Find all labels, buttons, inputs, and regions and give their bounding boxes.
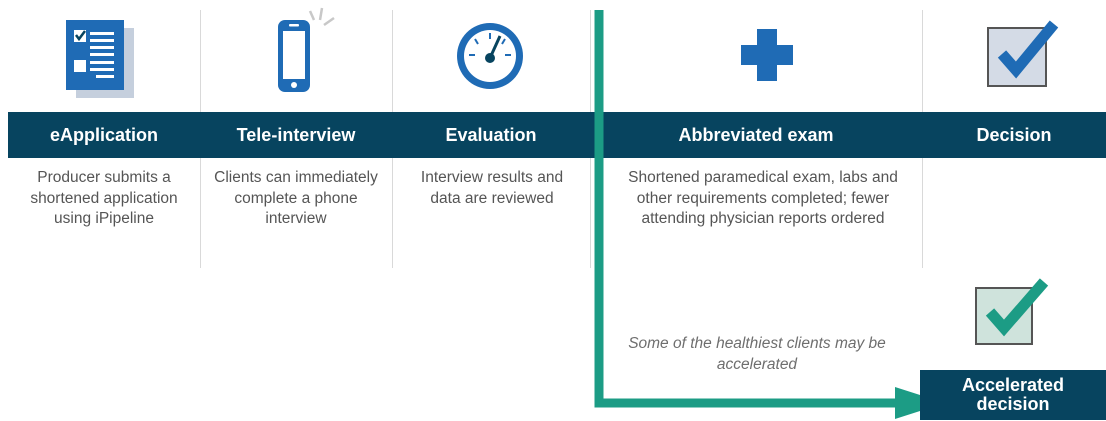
document-form-icon [66,20,136,100]
step-title-tele-interview: Tele-interview [236,125,356,145]
medical-cross-icon [737,25,797,85]
smartphone-icon [272,6,342,96]
checkbox-icon [984,10,1064,90]
steps-header-bar [8,112,1106,158]
accelerated-decision-box: Accelerated decision [920,370,1106,420]
checkbox-icon [972,272,1056,348]
accelerated-decision-title: Accelerated decision [961,375,1065,414]
step-description-evaluation: Interview results and data are reviewed [420,169,564,207]
step-description-eapplication: Producer submits a shortened application… [30,169,178,227]
step-title-abbreviated-exam: Abbreviated exam [678,125,834,145]
step-description-tele-interview: Clients can immediately complete a phone… [214,169,378,227]
accelerated-note: Some of the healthiest clients may be ac… [628,335,886,373]
gauge-icon [454,18,526,98]
step-description-abbreviated-exam: Shortened paramedical exam, labs and oth… [628,169,898,227]
step-title-decision: Decision [976,125,1052,145]
step-title-evaluation: Evaluation [445,125,537,145]
step-title-eapplication: eApplication [49,125,158,145]
